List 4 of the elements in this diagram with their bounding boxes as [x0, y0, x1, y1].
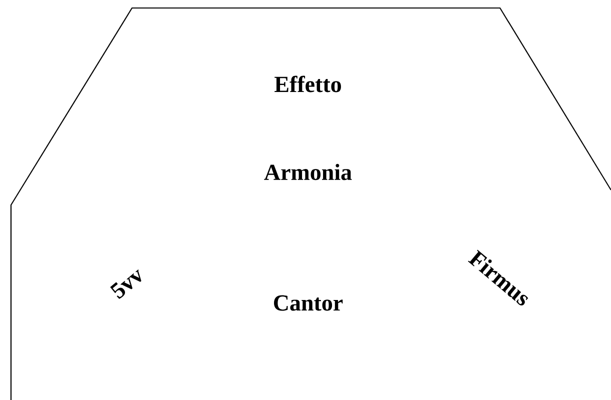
- label: Cantor: [274, 295, 343, 311]
- label: 5vv: [110, 270, 142, 299]
- label: Armonia: [264, 164, 352, 180]
- label: Effetto: [274, 76, 341, 92]
